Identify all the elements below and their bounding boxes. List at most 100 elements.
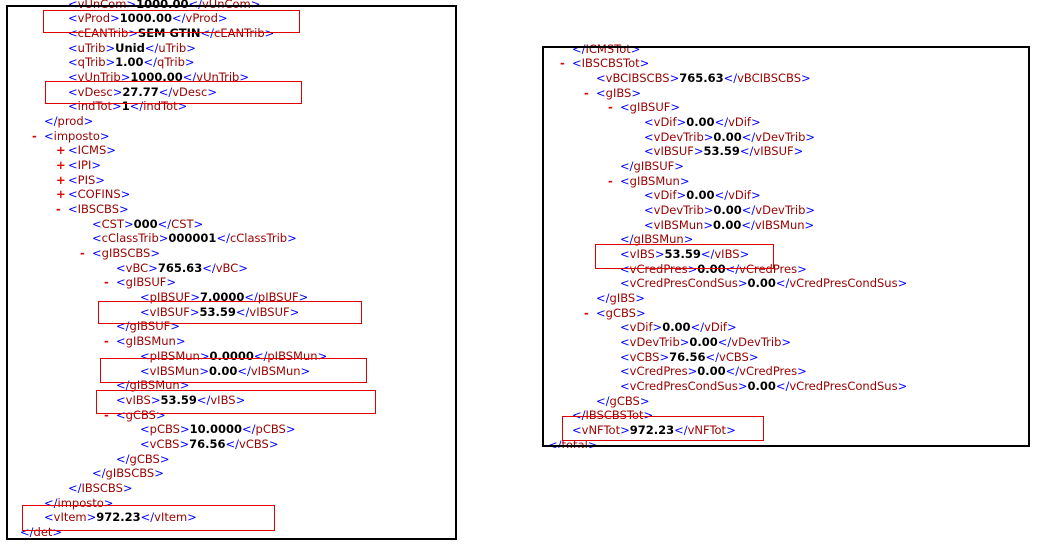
expand-toggle[interactable]: + bbox=[56, 143, 66, 158]
tag-bracket: > bbox=[703, 202, 714, 217]
tag-value: 27.77 bbox=[122, 84, 159, 99]
tag-name: ICMSTot bbox=[585, 41, 631, 56]
tag-bracket: </ bbox=[158, 84, 173, 99]
tag-bracket: > bbox=[184, 55, 195, 70]
tag-bracket: > bbox=[630, 41, 641, 56]
expand-toggle[interactable]: + bbox=[56, 187, 66, 202]
xml-line-ipi: +<IPI> bbox=[56, 157, 101, 173]
collapse-toggle[interactable]: - bbox=[584, 305, 589, 320]
xml-line-vibsuf: <vIBSUF>53.59</vIBSUF> bbox=[644, 144, 803, 159]
xml-line-prod: </prod> bbox=[44, 114, 93, 129]
xml-line-ibscbs: </IBSCBS> bbox=[68, 481, 133, 496]
tag-name: CST bbox=[171, 216, 194, 231]
collapse-toggle[interactable]: - bbox=[32, 128, 37, 143]
tag-name: vNFTot bbox=[687, 422, 727, 437]
tag-name: vBC bbox=[215, 260, 239, 275]
xml-line-ibscbstot: -<IBSCBSTot> bbox=[560, 56, 649, 71]
tag-bracket: < bbox=[620, 100, 630, 115]
tag-bracket: > bbox=[158, 231, 169, 246]
tag-name: IBSCBSTot bbox=[581, 56, 640, 71]
expand-toggle[interactable]: + bbox=[56, 157, 66, 172]
tag-value: 1000.00 bbox=[136, 0, 189, 11]
tag-value: 0.00 bbox=[747, 378, 776, 393]
tag-name: vIBSUF bbox=[149, 304, 190, 319]
tag-name: pIBSMun bbox=[149, 348, 200, 363]
tag-bracket: < bbox=[68, 202, 78, 217]
tag-name: vIBSUF bbox=[249, 304, 290, 319]
xml-line-vnftot: <vNFTot>972.23</vNFTot> bbox=[572, 423, 736, 438]
tag-bracket: > bbox=[148, 260, 158, 275]
tag-name: vIBSMun bbox=[754, 217, 805, 232]
tag-bracket: </ bbox=[775, 378, 790, 393]
collapse-toggle[interactable]: - bbox=[104, 334, 109, 349]
xml-line-gibsuf: -<gIBSUF> bbox=[104, 275, 176, 290]
tag-name: gIBS bbox=[605, 85, 632, 100]
xml-line-utrib: <uTrib>Unid</uTrib> bbox=[68, 41, 196, 56]
tag-name: vCredPres bbox=[629, 364, 688, 379]
xml-line-vuncom: <vUnCom>1000.00</vUnCom> bbox=[68, 0, 260, 12]
xml-line-icms: +<ICMS> bbox=[56, 143, 116, 158]
tag-bracket: </ bbox=[235, 304, 250, 319]
tag-bracket: < bbox=[596, 305, 606, 320]
collapse-toggle[interactable]: - bbox=[104, 275, 109, 290]
tag-bracket: > bbox=[679, 173, 690, 188]
xml-line-ibscbs: -<IBSCBS> bbox=[56, 202, 129, 217]
tag-value: 0.00 bbox=[697, 364, 726, 379]
collapse-toggle[interactable]: - bbox=[608, 100, 613, 115]
collapse-toggle[interactable]: - bbox=[80, 246, 85, 261]
tag-bracket: > bbox=[105, 40, 116, 55]
tag-name: vCBS bbox=[629, 349, 660, 364]
tag-bracket: > bbox=[897, 276, 908, 291]
xml-line-gibs: -<gIBS> bbox=[584, 85, 641, 101]
tag-value: 1 bbox=[121, 99, 130, 114]
xml-line-imposto: </imposto> bbox=[44, 496, 113, 511]
tag-bracket: > bbox=[676, 188, 687, 203]
xml-line-indtot: <indTot>1</indTot> bbox=[68, 99, 187, 114]
collapse-toggle[interactable]: - bbox=[560, 56, 565, 71]
tag-bracket: </ bbox=[620, 232, 634, 247]
tag-bracket: < bbox=[68, 69, 78, 84]
tag-bracket: > bbox=[268, 436, 279, 451]
tag-name: qTrib bbox=[157, 55, 185, 70]
tag-name: vCredPresCondSus bbox=[629, 378, 738, 393]
expand-toggle[interactable]: + bbox=[56, 172, 66, 187]
tag-name: indTot bbox=[143, 99, 178, 114]
tag-name: pCBS bbox=[255, 422, 286, 437]
tag-name: IBSCBS bbox=[77, 202, 120, 217]
tag-bracket: < bbox=[620, 246, 630, 261]
tag-bracket: < bbox=[116, 334, 126, 349]
tag-name: pIBSUF bbox=[149, 290, 191, 305]
xml-line-vbc: <vBC>765.63</vBC> bbox=[116, 261, 248, 276]
tag-name: vDevTrib bbox=[755, 202, 806, 217]
tag-value: 000 bbox=[133, 216, 158, 231]
xml-viewer-right: </ICMSTot>-<IBSCBSTot><vBCIBSCBS>765.63<… bbox=[543, 40, 1030, 449]
tag-name: cClassTrib bbox=[101, 231, 159, 246]
tag-name: gIBSMun bbox=[629, 173, 680, 188]
xml-line-vprod: <vProd>1000.00</vProd> bbox=[68, 11, 228, 26]
tag-bracket: < bbox=[68, 157, 78, 172]
tag-value: Unid bbox=[115, 40, 145, 55]
tag-name: gIBSMun bbox=[129, 378, 180, 393]
xml-line-vdevtrib: <vDevTrib>0.00</vDevTrib> bbox=[620, 335, 791, 350]
xml-line-cofins: +<COFINS> bbox=[56, 187, 130, 202]
tag-value: 0.00 bbox=[713, 129, 742, 144]
collapse-toggle[interactable]: - bbox=[608, 173, 613, 188]
tag-bracket: > bbox=[91, 157, 101, 172]
tag-name: vDif bbox=[728, 114, 751, 129]
tag-name: vUnTrib bbox=[77, 69, 121, 84]
tag-value: 53.59 bbox=[664, 246, 701, 261]
tag-name: cEANTrib bbox=[77, 25, 129, 40]
xml-line-gibsmun: </gIBSMun> bbox=[116, 378, 189, 393]
tag-name: gCBS bbox=[129, 451, 160, 466]
tag-bracket: > bbox=[239, 69, 249, 84]
collapse-toggle[interactable]: - bbox=[584, 85, 589, 100]
tag-bracket: > bbox=[193, 216, 204, 231]
xml-line-det: </det> bbox=[20, 525, 62, 540]
collapse-toggle[interactable]: - bbox=[104, 407, 109, 422]
tag-name: vCredPresCondSus bbox=[789, 378, 898, 393]
xml-line-ibscbstot: </IBSCBSTot> bbox=[572, 408, 653, 423]
collapse-toggle[interactable]: - bbox=[56, 202, 61, 217]
tag-bracket: < bbox=[572, 56, 582, 71]
tag-bracket: > bbox=[250, 0, 261, 11]
xml-line-gcbs: -<gCBS> bbox=[584, 305, 646, 321]
